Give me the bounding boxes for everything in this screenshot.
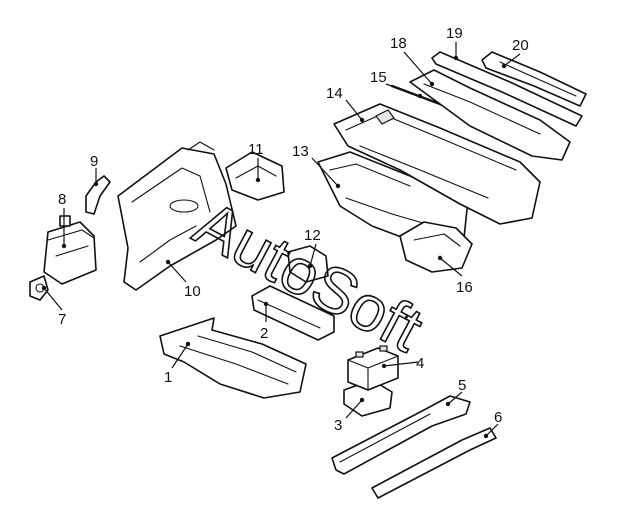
callout-6: 6 xyxy=(494,409,502,426)
part-20-tube[interactable] xyxy=(481,51,587,107)
callout-1: 1 xyxy=(164,369,172,386)
part-16-end-cap[interactable] xyxy=(399,221,473,273)
callout-20: 20 xyxy=(512,37,529,54)
callout-19: 19 xyxy=(446,25,463,42)
callout-14: 14 xyxy=(326,85,343,102)
part-14-cowl[interactable] xyxy=(333,103,541,225)
callout-8: 8 xyxy=(58,191,66,208)
callout-10: 10 xyxy=(184,283,201,300)
callout-5: 5 xyxy=(458,377,466,394)
part-11-bracket[interactable] xyxy=(225,151,285,201)
callout-4: 4 xyxy=(416,355,424,372)
callout-7: 7 xyxy=(58,311,66,328)
callout-13: 13 xyxy=(292,143,309,160)
callout-12: 12 xyxy=(304,227,321,244)
callout-11: 11 xyxy=(248,141,264,158)
part-8-reservoir[interactable] xyxy=(43,215,97,285)
part-9-hose[interactable] xyxy=(85,175,111,215)
part-5-long-rail[interactable] xyxy=(331,395,471,475)
part-12-connector[interactable] xyxy=(287,245,329,283)
part-10-side-panel[interactable] xyxy=(117,141,237,291)
callout-3: 3 xyxy=(334,417,342,434)
part-18-upper-panel[interactable] xyxy=(409,69,571,161)
part-4-battery[interactable] xyxy=(347,345,399,391)
callout-16: 16 xyxy=(456,279,473,296)
leader-lines xyxy=(41,42,521,439)
part-1-floor-panel[interactable] xyxy=(159,317,307,399)
part-2-channel[interactable] xyxy=(251,285,335,341)
callout-2: 2 xyxy=(260,325,268,342)
part-19-rail[interactable] xyxy=(431,51,583,127)
callout-18: 18 xyxy=(390,35,407,52)
part-6-sill-strip[interactable] xyxy=(371,427,497,499)
callout-9: 9 xyxy=(90,153,98,170)
callout-15: 15 xyxy=(370,69,387,86)
